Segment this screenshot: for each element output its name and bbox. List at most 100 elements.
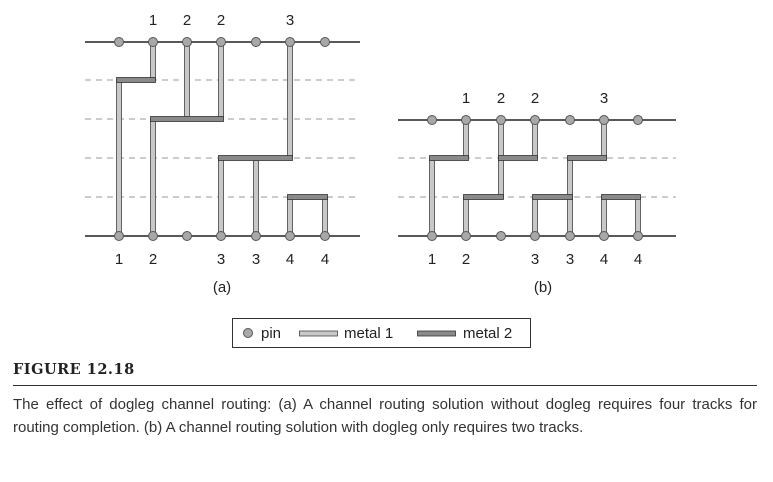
pins-a [114,37,330,241]
net3-vertical-bottom [532,196,538,237]
pin [496,115,506,125]
bottom-pin-label: 1 [115,251,123,268]
top-pin-labels-b: 1 2 2 3 [462,90,608,107]
panel-b-caption: (b) [534,279,552,296]
pin [427,115,437,125]
legend-metal1-label: metal 1 [344,325,393,342]
net4-vertical-b [322,196,328,237]
net2-horizontal-lower [463,194,504,200]
routing-figure: 1 2 2 3 1 2 3 3 4 4 (a) [85,12,676,348]
net3-horizontal-upper [567,155,607,161]
top-pin-labels-a: 1 2 2 3 [149,12,294,29]
panel-a: 1 2 2 3 1 2 3 3 4 4 (a) [85,12,360,296]
net1-vertical-bottom [116,79,122,237]
pins-b [427,115,643,241]
net4-vertical-a [287,196,293,237]
net2-horizontal-upper [498,155,538,161]
net2-vertical-top-b [532,119,538,159]
bottom-pin-label: 2 [149,251,157,268]
pin [427,231,437,241]
pin [496,231,506,241]
top-pin-label: 2 [497,90,505,107]
pin [182,37,192,47]
pin [599,231,609,241]
pin [530,231,540,241]
net1-horizontal [429,155,469,161]
figure-title: FIGURE 12.18 [13,361,135,378]
net3-vertical-top [601,119,607,159]
pin [461,231,471,241]
bottom-pin-labels-b: 1 2 3 3 4 4 [428,251,642,268]
net4-vertical-a [601,196,607,237]
pin [182,231,192,241]
pin [114,37,124,47]
track-lines [398,157,676,198]
metal1-verticals [429,119,641,237]
net1-vertical-bottom [429,157,435,237]
pin [461,115,471,125]
pin [320,37,330,47]
net2-vertical-bottom [150,118,156,237]
legend-box [232,318,531,348]
bottom-pin-labels-a: 1 2 3 3 4 4 [115,251,329,268]
pin [148,37,158,47]
legend-metal1-swatch [299,330,338,337]
pin [148,231,158,241]
net3-horizontal [218,155,293,161]
pin [633,115,643,125]
legend-pin-label: pin [261,325,281,342]
pin [216,37,226,47]
pin [285,37,295,47]
net2-vertical-bottom [463,196,469,237]
metal1-verticals [116,41,328,237]
net3-horizontal-lower [532,194,573,200]
net2-horizontal [150,116,224,122]
net3-vertical-bottom-b [253,157,259,237]
net1-vertical-top [463,119,469,159]
bottom-pin-label: 4 [634,251,642,268]
pin [320,231,330,241]
net1-horizontal [116,77,156,83]
top-pin-label: 2 [531,90,539,107]
pin [565,231,575,241]
pin [285,231,295,241]
top-pin-label: 3 [286,12,294,29]
top-pin-label: 1 [149,12,157,29]
legend-metal2-label: metal 2 [463,325,512,342]
top-pin-label: 2 [183,12,191,29]
net3-vertical-bottom-a [218,157,224,237]
net3-vertical-top [287,41,293,159]
net4-horizontal [287,194,328,200]
bottom-pin-label: 4 [286,251,294,268]
pin [251,37,261,47]
title-divider [13,385,757,386]
pin [251,231,261,241]
top-pin-label: 1 [462,90,470,107]
pin [565,115,575,125]
top-pin-label: 2 [217,12,225,29]
bottom-pin-label: 4 [321,251,329,268]
bottom-pin-label: 3 [531,251,539,268]
legend-pin-icon [243,328,253,338]
bottom-pin-label: 1 [428,251,436,268]
pin [633,231,643,241]
pin [216,231,226,241]
metal2-horizontals [116,77,328,200]
net1-vertical-top [150,41,156,81]
metal2-horizontals [429,155,641,200]
pin [599,115,609,125]
pin [530,115,540,125]
bottom-pin-label: 4 [600,251,608,268]
panel-b: 1 2 2 3 1 2 3 3 4 4 (b) [398,90,676,296]
net2-vertical-top-a [184,41,190,120]
figure-caption: The effect of dogleg channel routing: (a… [13,396,757,436]
bottom-pin-label: 2 [462,251,470,268]
legend-metal2-swatch [417,330,456,337]
top-pin-label: 3 [600,90,608,107]
legend: pin metal 1 metal 2 [232,318,531,348]
net4-horizontal [601,194,641,200]
panel-a-caption: (a) [213,279,231,296]
pin [114,231,124,241]
net4-vertical-b [635,196,641,237]
bottom-pin-label: 3 [217,251,225,268]
